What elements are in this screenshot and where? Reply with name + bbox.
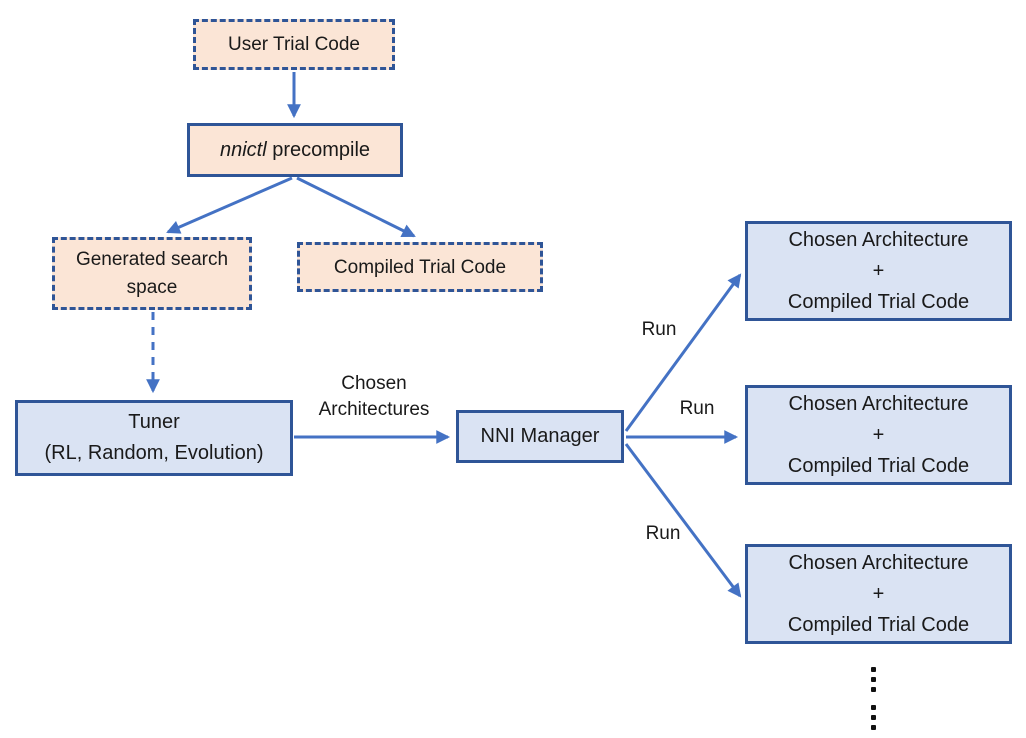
node-compiled-trial-code-label: Compiled Trial Code bbox=[333, 256, 507, 278]
edge-precompile-to-compiled bbox=[296, 176, 416, 238]
node-generated-search-space: Generated search space bbox=[52, 237, 252, 310]
dot bbox=[871, 677, 876, 682]
edge-label-chosen-architectures: Chosen Architectures bbox=[318, 373, 430, 420]
node-chosen-architecture-2: Chosen Architecture + Compiled Trial Cod… bbox=[745, 385, 1012, 485]
node-nnictl-precompile-label: nnictl precompile bbox=[220, 138, 370, 163]
node-user-trial-code: User Trial Code bbox=[193, 19, 395, 70]
node-nnictl-precompile: nnictl precompile bbox=[187, 123, 403, 177]
trial-box-line: Chosen Architecture bbox=[788, 392, 969, 415]
dot bbox=[871, 715, 876, 720]
edge-label-run-bottom: Run bbox=[645, 523, 681, 544]
node-compiled-trial-code: Compiled Trial Code bbox=[297, 242, 543, 292]
trial-box-line: + bbox=[872, 423, 885, 446]
trial-box-line: + bbox=[872, 582, 885, 605]
dot bbox=[871, 667, 876, 672]
edge-nni-to-trial-3 bbox=[624, 443, 742, 598]
precompile-text: precompile bbox=[272, 138, 371, 161]
node-generated-search-space-label: Generated search space bbox=[75, 248, 229, 298]
node-chosen-architecture-3: Chosen Architecture + Compiled Trial Cod… bbox=[745, 544, 1012, 644]
node-tuner-title: Tuner bbox=[128, 411, 180, 433]
edge-label-run-middle: Run bbox=[679, 398, 715, 419]
node-user-trial-code-label: User Trial Code bbox=[228, 34, 360, 55]
trial-box-line: Compiled Trial Code bbox=[787, 290, 970, 313]
edge-precompile-to-searchspace bbox=[166, 176, 293, 234]
nnictl-command-text: nnictl bbox=[219, 138, 267, 161]
edge-label-run-top: Run bbox=[641, 319, 677, 340]
dot bbox=[871, 705, 876, 710]
node-nni-manager: NNI Manager bbox=[456, 410, 624, 463]
vertical-ellipsis-icon bbox=[871, 667, 876, 692]
trial-box-line: Compiled Trial Code bbox=[787, 613, 970, 636]
trial-box-line: Compiled Trial Code bbox=[787, 454, 970, 477]
node-tuner: Tuner (RL, Random, Evolution) bbox=[15, 400, 293, 476]
vertical-ellipsis-icon bbox=[871, 705, 876, 730]
trial-box-line: Chosen Architecture bbox=[788, 551, 969, 574]
node-tuner-subtitle: (RL, Random, Evolution) bbox=[44, 442, 264, 464]
node-nni-manager-label: NNI Manager bbox=[480, 425, 600, 447]
node-chosen-architecture-1: Chosen Architecture + Compiled Trial Cod… bbox=[745, 221, 1012, 321]
trial-box-line: Chosen Architecture bbox=[788, 228, 969, 251]
trial-box-line: + bbox=[872, 259, 885, 282]
dot bbox=[871, 687, 876, 692]
dot bbox=[871, 725, 876, 730]
